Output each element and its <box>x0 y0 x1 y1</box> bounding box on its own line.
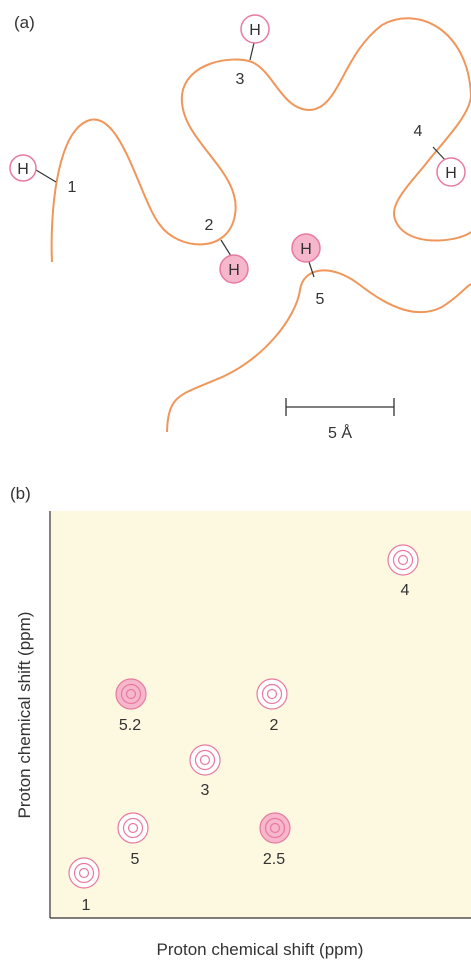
peak-2-outer-ring <box>257 679 287 709</box>
hydrogen-2: H 2 <box>205 217 248 283</box>
hydrogen-number-4: 4 <box>414 123 423 140</box>
peak-3-outer-ring <box>190 745 220 775</box>
hydrogen-4: H 4 <box>414 123 465 186</box>
panel-b-label: (b) <box>10 484 31 503</box>
scale-bar-label: 5 Å <box>328 423 352 442</box>
protein-chain-upper <box>52 18 471 262</box>
peak-5-2-label: 5.2 <box>119 717 141 734</box>
peak-5-label: 5 <box>131 851 140 868</box>
peak-1-label: 1 <box>82 897 91 914</box>
peak-2-5-outer-ring <box>260 813 290 843</box>
hydrogen-1: H 1 <box>10 155 77 196</box>
hydrogen-number-2: 2 <box>205 217 214 234</box>
hydrogen-symbol-5: H <box>300 241 312 258</box>
peak-3-label: 3 <box>201 782 210 799</box>
hydrogen-3: H 3 <box>236 15 269 88</box>
peak-2-label: 2 <box>270 717 279 734</box>
panel-a: (a) H 1 H 2 H 3 H 4 <box>10 13 471 442</box>
x-axis-label: Proton chemical shift (ppm) <box>157 940 364 959</box>
hydrogen-number-3: 3 <box>236 71 245 88</box>
peak-2-5-label: 2.5 <box>263 851 285 868</box>
hydrogen-number-1: 1 <box>68 179 77 196</box>
peak-5-2-outer-ring <box>116 679 146 709</box>
bond-1 <box>36 170 56 182</box>
peak-4-outer-ring <box>388 545 418 575</box>
panel-a-label: (a) <box>14 13 35 32</box>
hydrogen-symbol-1: H <box>17 161 29 178</box>
scale-bar: 5 Å <box>286 398 394 442</box>
hydrogen-symbol-3: H <box>249 22 261 39</box>
hydrogen-symbol-2: H <box>228 262 240 279</box>
bond-3 <box>250 43 254 60</box>
hydrogen-number-5: 5 <box>316 291 325 308</box>
peak-4-label: 4 <box>401 582 410 599</box>
y-axis-label: Proton chemical shift (ppm) <box>15 612 34 819</box>
panel-b: (b) Proton chemical shift (ppm) Proton c… <box>10 484 471 959</box>
bond-2 <box>221 240 231 256</box>
peak-5-outer-ring <box>118 813 148 843</box>
peak-1-outer-ring <box>69 858 99 888</box>
hydrogen-symbol-4: H <box>445 165 457 182</box>
